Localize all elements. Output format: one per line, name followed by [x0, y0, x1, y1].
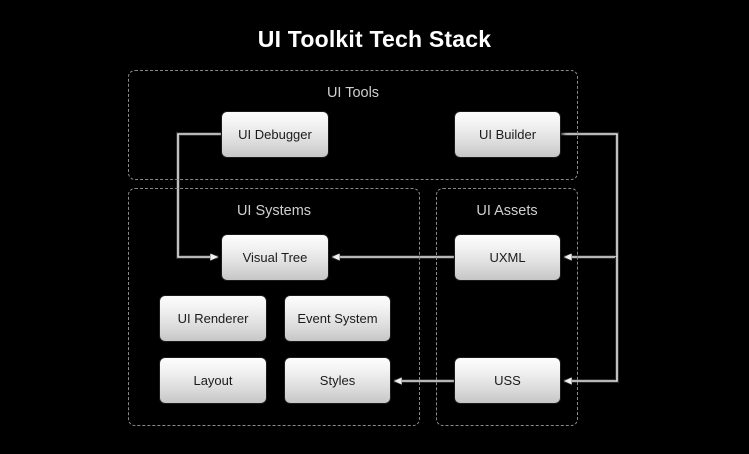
node-layout[interactable]: Layout [159, 357, 267, 404]
node-ui-builder[interactable]: UI Builder [454, 111, 561, 158]
node-event-system[interactable]: Event System [284, 295, 391, 342]
node-label-styles: Styles [319, 373, 356, 388]
node-label-layout: Layout [193, 373, 233, 388]
node-label-event-system: Event System [297, 311, 378, 326]
group-label-ui-systems: UI Systems [236, 203, 312, 219]
node-label-uxml: UXML [489, 250, 526, 265]
group-label-ui-tools: UI Tools [326, 85, 380, 101]
node-uxml[interactable]: UXML [454, 234, 561, 281]
group-ui-systems: UI Systems [128, 188, 420, 426]
node-styles[interactable]: Styles [284, 357, 391, 404]
group-ui-tools: UI Tools [128, 70, 578, 180]
node-ui-debugger[interactable]: UI Debugger [221, 111, 329, 158]
node-ui-renderer[interactable]: UI Renderer [159, 295, 267, 342]
group-ui-assets: UI Assets [436, 188, 578, 426]
page-title: UI Toolkit Tech Stack [257, 26, 492, 52]
node-label-ui-renderer: UI Renderer [177, 311, 249, 326]
node-label-ui-debugger: UI Debugger [238, 127, 312, 142]
node-label-visual-tree: Visual Tree [242, 250, 308, 265]
node-label-uss: USS [494, 373, 521, 388]
node-uss[interactable]: USS [454, 357, 561, 404]
node-label-ui-builder: UI Builder [478, 127, 537, 142]
node-visual-tree[interactable]: Visual Tree [221, 234, 329, 281]
group-label-ui-assets: UI Assets [476, 203, 538, 219]
